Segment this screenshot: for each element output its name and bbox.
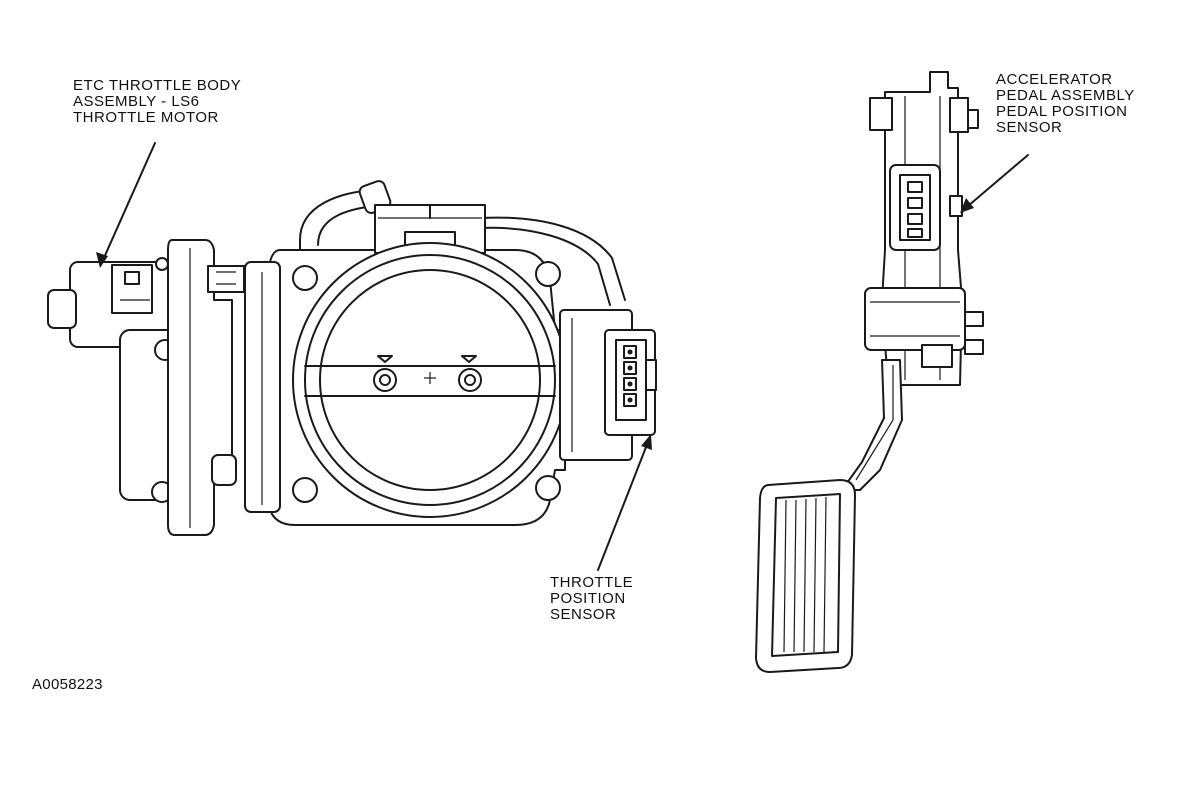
- throttle-body-assembly: [244, 180, 626, 526]
- callout-accel-line-2: PEDAL ASSEMBLY: [996, 87, 1135, 104]
- callout-etc-throttle-body: ETC THROTTLE BODY ASSEMBLY - LS6 THROTTL…: [73, 78, 241, 126]
- callout-accel-line-3: PEDAL POSITION: [996, 103, 1128, 120]
- leader-arrow-tps: [597, 434, 652, 571]
- callout-etc-line-1: ETC THROTTLE BODY: [73, 77, 242, 94]
- callout-accel-line-1: ACCELERATOR: [996, 71, 1113, 88]
- callout-accel-line-4: SENSOR: [996, 119, 1063, 136]
- callout-tps-line-2: POSITION: [550, 590, 626, 607]
- throttle-position-sensor-body: [559, 309, 657, 461]
- callout-etc-line-3: THROTTLE MOTOR: [73, 109, 219, 126]
- leader-arrow-accelerator: [960, 154, 1029, 213]
- throttle-motor: [47, 239, 245, 536]
- accelerator-pedal-assembly: [755, 71, 984, 673]
- leader-arrow-etc: [96, 142, 156, 268]
- callout-tps-line-1: THROTTLE: [550, 574, 634, 591]
- callout-throttle-position-sensor: THROTTLE POSITION SENSOR: [550, 575, 633, 623]
- callout-accelerator-pedal: ACCELERATOR PEDAL ASSEMBLY PEDAL POSITIO…: [996, 72, 1135, 136]
- callout-etc-line-2: ASSEMBLY - LS6: [73, 93, 200, 110]
- callout-tps-line-3: SENSOR: [550, 606, 617, 623]
- figure-id: A0058223: [32, 676, 103, 693]
